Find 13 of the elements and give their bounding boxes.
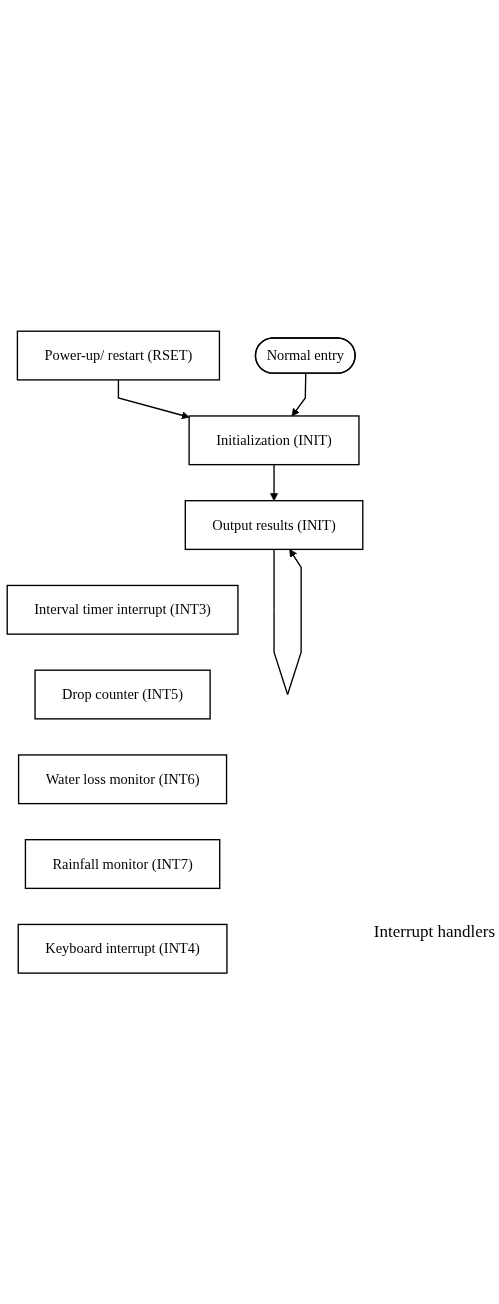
node-box: Initialization (INIT)	[188, 415, 360, 466]
arrow	[270, 463, 278, 501]
note-label: Interrupt handlers	[372, 922, 497, 942]
node-box: Water loss monitor (INT6)	[17, 754, 228, 805]
node-box: Output results (INIT)	[184, 499, 364, 550]
node-box: Keyboard interrupt (INT4)	[17, 923, 228, 974]
node-box: Drop counter (INT5)	[34, 669, 211, 720]
arrow	[117, 379, 190, 419]
node-box: Interval timer interrupt (INT3)	[6, 584, 239, 635]
arrow	[291, 372, 307, 417]
node-box: Rainfall monitor (INT7)	[24, 838, 221, 889]
arrow	[273, 548, 302, 695]
node-box: Power-up/ restart (RSET)	[16, 330, 221, 381]
